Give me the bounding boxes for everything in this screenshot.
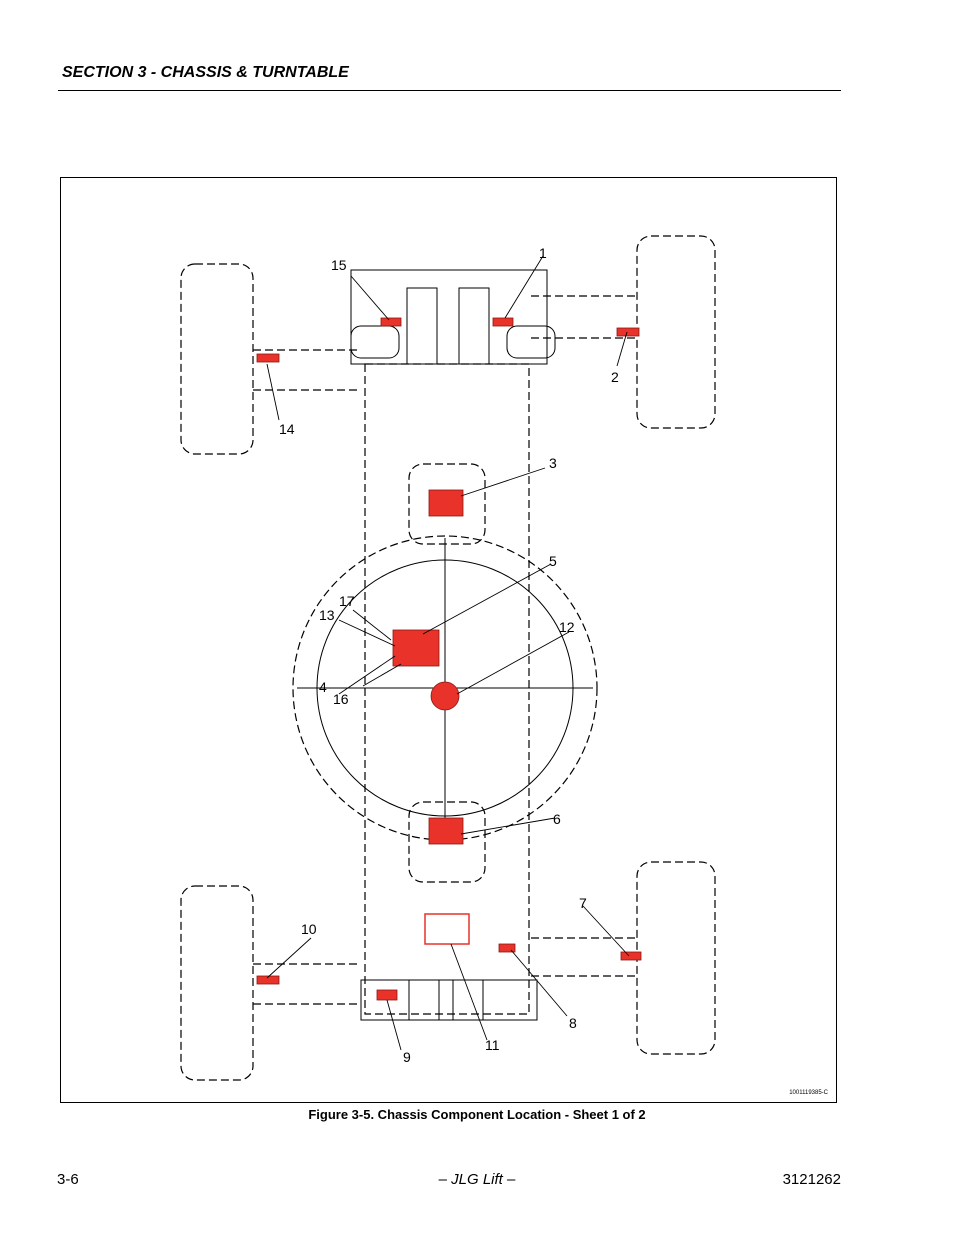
section-title: SECTION 3 - CHASSIS & TURNTABLE	[62, 64, 349, 81]
chassis-frame	[364, 363, 530, 1015]
turntable-bearing	[292, 535, 598, 841]
lower-valve-pad	[408, 801, 486, 883]
front-left-wheel	[180, 263, 254, 455]
component-8	[498, 943, 516, 953]
component-9	[376, 989, 398, 1001]
callout-9: 9	[403, 1049, 411, 1065]
rear-left-wheel	[180, 885, 254, 1081]
front-right-wheel	[636, 235, 716, 429]
component-12	[430, 681, 460, 711]
callout-17: 17	[339, 593, 355, 609]
component-1	[492, 317, 514, 327]
component-14	[256, 353, 280, 363]
callout-6: 6	[553, 811, 561, 827]
component-11	[424, 913, 470, 945]
chassis-diagram: 1 2 3 4 5 6 7 8 9 10 11 12 13 14 15 16 1…	[180, 235, 716, 1081]
callout-10: 10	[301, 921, 317, 937]
callout-2: 2	[611, 369, 619, 385]
drawing-id: 1001119385-C	[789, 1090, 828, 1096]
callout-5: 5	[549, 553, 557, 569]
rear-right-wheel	[636, 861, 716, 1055]
callout-13: 13	[319, 607, 335, 623]
footer-brand: – JLG Lift –	[438, 1171, 516, 1188]
header-rule	[58, 90, 841, 91]
component-10	[256, 975, 280, 985]
component-4	[392, 629, 440, 667]
page-number: 3-6	[57, 1171, 79, 1188]
callout-8: 8	[569, 1015, 577, 1031]
callout-15: 15	[331, 257, 347, 273]
callout-14: 14	[279, 421, 295, 437]
callout-4: 4	[319, 679, 327, 695]
callout-11: 11	[485, 1037, 500, 1053]
component-15	[380, 317, 402, 327]
figure-caption: Figure 3-5. Chassis Component Location -…	[308, 1107, 646, 1122]
component-7	[620, 951, 642, 961]
highlighted-components	[256, 317, 642, 1001]
callout-16: 16	[333, 691, 349, 707]
figure-frame: 1 2 3 4 5 6 7 8 9 10 11 12 13 14 15 16 1…	[60, 177, 837, 1103]
upper-valve-pad	[408, 463, 486, 545]
callout-1: 1	[539, 245, 547, 261]
callout-3: 3	[549, 455, 557, 471]
callout-7: 7	[579, 895, 587, 911]
document-number: 3121262	[782, 1171, 841, 1188]
component-6	[428, 817, 464, 845]
component-2	[616, 327, 640, 337]
callout-12: 12	[559, 619, 575, 635]
component-3	[428, 489, 464, 517]
